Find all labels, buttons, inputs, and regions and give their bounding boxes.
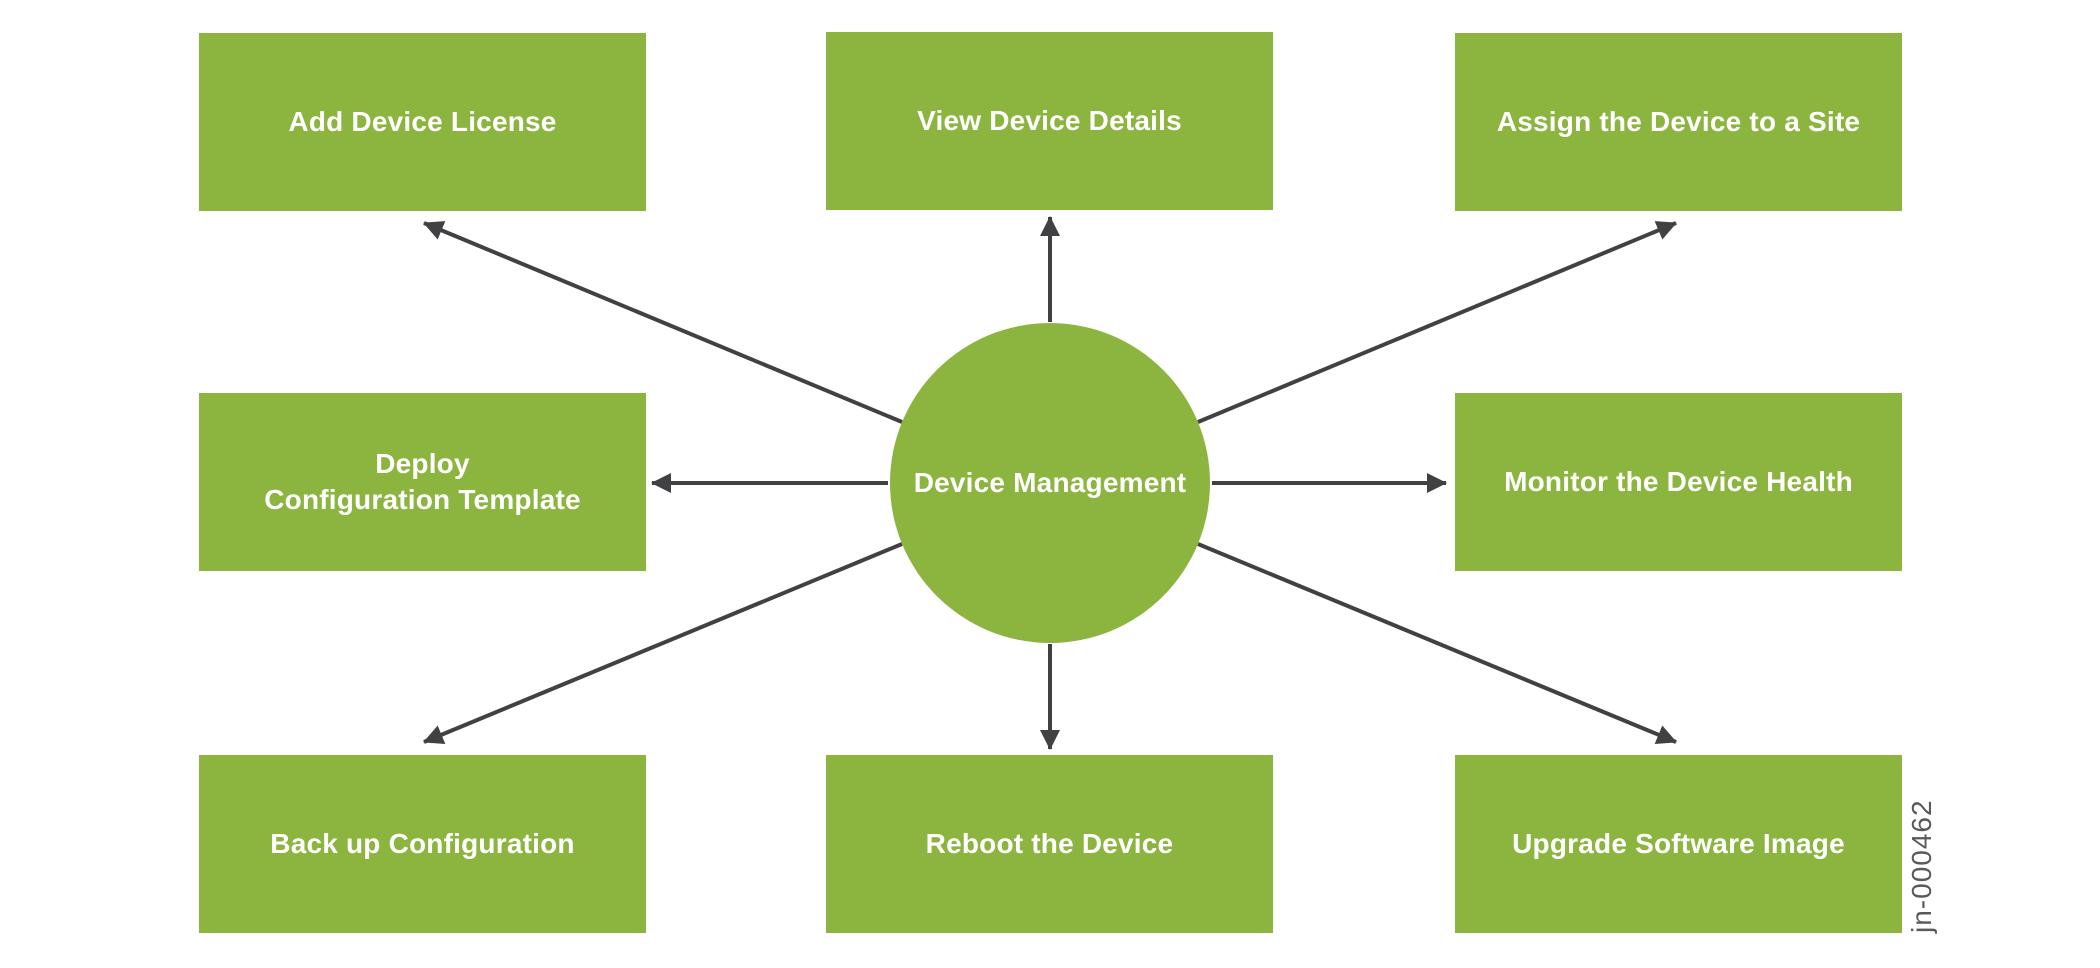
task-box-deploy-config-template: Deploy Configuration Template (199, 393, 646, 571)
task-box-monitor-device-health: Monitor the Device Health (1455, 393, 1902, 571)
task-label: Back up Configuration (270, 827, 575, 859)
task-box-reboot-device: Reboot the Device (826, 755, 1273, 933)
task-label: Add Device License (288, 105, 557, 137)
task-label: Assign the Device to a Site (1496, 105, 1861, 137)
arrow-to-add-device-license (423, 221, 903, 424)
arrow-to-back-up-configuration (423, 542, 903, 744)
task-box-add-device-license: Add Device License (199, 33, 646, 211)
task-label: Deploy Configuration Template (264, 447, 581, 515)
arrow-to-upgrade-software-image (1197, 542, 1677, 744)
arrow-to-assign-device-to-site (1197, 221, 1677, 424)
task-label: Monitor the Device Health (1504, 465, 1853, 497)
task-box-back-up-configuration: Back up Configuration (199, 755, 646, 933)
task-label: Upgrade Software Image (1512, 827, 1845, 859)
task-box-upgrade-software-image: Upgrade Software Image (1455, 755, 1902, 933)
task-box-assign-device-to-site: Assign the Device to a Site (1455, 33, 1902, 211)
center-node-device-management: Device Management (890, 323, 1210, 643)
task-label: Reboot the Device (925, 827, 1174, 859)
figure-id-label: jn-000462 (1906, 799, 1937, 933)
center-node-label: Device Management (913, 466, 1187, 498)
task-label: View Device Details (917, 104, 1182, 136)
task-box-view-device-details: View Device Details (826, 32, 1273, 210)
